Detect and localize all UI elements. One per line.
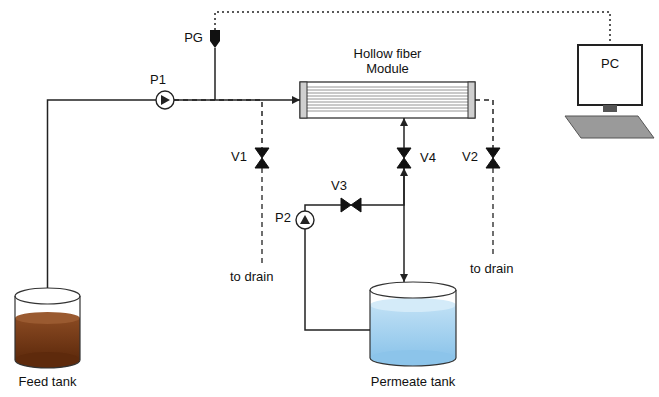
tank: Permeate tank	[370, 282, 456, 366]
pump-symbol	[296, 211, 314, 229]
node-label: Hollow fiber Module	[342, 47, 434, 77]
pump-casing	[296, 211, 314, 229]
pipe-connector	[215, 12, 610, 45]
gauge-tip	[210, 41, 220, 48]
drain-line	[261, 168, 262, 264]
pressure-gauge: PG	[209, 30, 221, 48]
node-label: V3	[331, 179, 347, 194]
pipe-connector	[403, 168, 405, 282]
fiber	[307, 93, 468, 94]
fiber	[307, 102, 468, 103]
computer-drawing	[565, 45, 654, 138]
fiber	[307, 111, 468, 112]
monitor	[578, 45, 642, 105]
pipe-connector	[361, 168, 404, 205]
permeate-tank-wall	[370, 290, 456, 366]
valve: V2	[486, 148, 500, 168]
node-label: P2	[275, 211, 291, 226]
pump-casing	[156, 91, 174, 109]
node-label: PG	[184, 31, 203, 46]
pump-symbol	[156, 91, 174, 109]
node-label: V2	[462, 150, 478, 165]
pump-arrow	[300, 215, 310, 224]
feed-tank-wall	[15, 296, 80, 368]
fiber	[307, 108, 468, 109]
fiber	[307, 99, 468, 100]
pipe-connector	[403, 118, 405, 148]
monitor-stand	[603, 105, 617, 112]
fiber	[307, 96, 468, 97]
fiber	[307, 87, 468, 88]
membrane-module: Hollow fiber Module	[300, 82, 475, 118]
fiber	[307, 90, 468, 91]
module-shell	[300, 82, 475, 118]
feed-tank-rim	[15, 288, 80, 304]
node-label: V1	[231, 150, 247, 165]
pump: P1	[156, 91, 174, 109]
pressure-gauge-symbol	[210, 30, 220, 48]
feed-liquid-surface	[15, 312, 80, 324]
pipe-connector	[174, 100, 262, 148]
valve: V4	[397, 148, 411, 168]
gauge-body	[210, 30, 220, 41]
valve: V3	[341, 198, 361, 212]
valve-symbol	[341, 198, 361, 212]
node-label: V4	[420, 151, 436, 166]
module-drawing	[300, 82, 475, 118]
drain-line	[492, 168, 493, 256]
node-label: Feed tank	[19, 375, 77, 390]
pump-arrow	[161, 95, 170, 105]
permeate-tank-rim	[370, 282, 456, 298]
module-end-cap	[468, 82, 475, 118]
computer: PC	[578, 45, 642, 105]
pipe-connector	[475, 100, 493, 148]
node-label: Permeate tank	[371, 375, 456, 390]
pipe-connector	[48, 100, 157, 288]
module-end-cap	[300, 82, 307, 118]
gauge-tap	[214, 48, 216, 100]
node-label: PC	[601, 57, 619, 72]
valve-symbol	[397, 148, 411, 168]
valve: V1	[255, 148, 269, 168]
tank: Feed tank	[15, 288, 80, 368]
fiber-bundle	[307, 87, 468, 111]
pipe-connector	[305, 229, 370, 330]
drain-label: to drain	[470, 262, 513, 277]
permeate-tank-drawing	[370, 282, 456, 366]
permeate-liquid-surface	[370, 298, 456, 312]
keyboard	[565, 116, 654, 138]
pipe-connector	[305, 205, 341, 211]
drain-label: to drain	[230, 270, 273, 285]
node-label: P1	[150, 73, 166, 88]
pump: P2	[296, 211, 314, 229]
feed-tank-drawing	[15, 288, 80, 368]
valve-symbol	[255, 148, 269, 168]
fiber	[307, 105, 468, 106]
valve-symbol	[486, 148, 500, 168]
